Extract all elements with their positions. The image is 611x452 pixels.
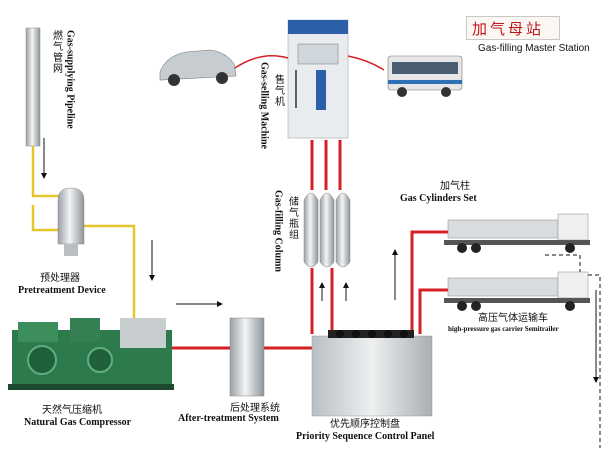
gas-supply-label-zh: 燃气管网	[50, 30, 62, 74]
dispenser-label-en: Gas-selling Machine	[258, 62, 270, 149]
after-treatment-cylinder	[229, 317, 265, 397]
pretreatment-label-en: Pretreatment Device	[18, 285, 106, 296]
after-treatment-label-zh: 后处理系统	[230, 403, 280, 414]
gas-supply-pipe	[25, 27, 41, 147]
flow-arrows	[41, 138, 599, 383]
red-pipeline	[172, 140, 448, 350]
storage-cylinders	[303, 192, 351, 268]
yellow-pipeline	[31, 146, 136, 330]
compressor-icon	[8, 318, 174, 390]
pretreatment-label-zh: 预处理器	[40, 273, 80, 284]
control-panel-label-zh: 优先顺序控制盘	[330, 419, 400, 430]
title-en: Gas-filling Master Station	[478, 43, 590, 54]
compressor-label-en: Natural Gas Compressor	[24, 417, 132, 428]
after-treatment-label-en: After-treatment System	[178, 413, 279, 424]
compressor-label-zh: 天然气压缩机	[42, 405, 102, 416]
storage-column-label-zh: 储气瓶组	[286, 196, 298, 240]
storage-column-label-en: Gas-filling Column	[272, 190, 284, 272]
control-panel-label-en: Priority Sequence Control Panel	[296, 431, 435, 442]
delivery-lines	[231, 55, 385, 71]
control-panel	[311, 330, 433, 417]
semitrailer-label-zh: 高压气体运输车	[478, 313, 548, 324]
cylinders-set-label-zh: 加气柱	[440, 181, 470, 192]
pretreatment-vessel	[57, 187, 85, 256]
gas-supply-label-en: Gas-supplying Pipeline	[64, 30, 76, 129]
car-icon	[159, 49, 237, 86]
title-box	[466, 16, 560, 40]
dispenser-label-zh: 售气机	[272, 74, 284, 107]
dispenser-icon	[287, 19, 349, 139]
dashed-return-line	[545, 254, 601, 448]
truck-icon	[444, 271, 590, 311]
bus-icon	[387, 55, 463, 97]
cylinders-set-label-en: Gas Cylinders Set	[400, 193, 477, 204]
title-zh: 加气母站	[472, 20, 545, 38]
semitrailer-label-en: high-pressure gas carrier Semitrailer	[448, 325, 559, 333]
truck-icon	[444, 213, 590, 253]
